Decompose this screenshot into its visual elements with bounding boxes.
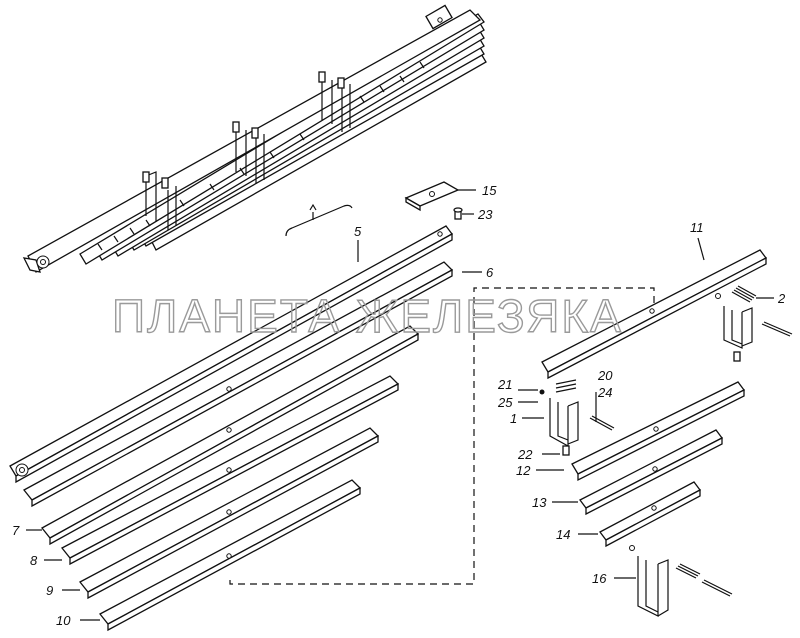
- spring-eye-right: [425, 4, 453, 30]
- callout-10: 10: [56, 613, 71, 628]
- spring-2: [715, 285, 757, 303]
- leaf-12: [571, 381, 745, 482]
- leaf-14: [599, 481, 701, 548]
- callout-23: 23: [477, 207, 493, 222]
- callout-2: 2: [777, 291, 786, 306]
- callout-15: 15: [482, 183, 497, 198]
- spring-clamp: [318, 71, 351, 132]
- callout-11: 11: [690, 220, 704, 235]
- leader-lines: [26, 189, 774, 621]
- leaf-9: [79, 427, 380, 600]
- direction-bracket: [285, 203, 353, 237]
- leaf-13: [579, 429, 723, 516]
- leaf-10: [99, 479, 362, 632]
- pin: [453, 207, 463, 220]
- callout-12: 12: [516, 463, 531, 478]
- callout-13: 13: [532, 495, 547, 510]
- u-bracket-top: [723, 306, 793, 362]
- spring-20: [539, 379, 577, 395]
- callout-8: 8: [30, 553, 38, 568]
- callout-24: 24: [597, 385, 612, 400]
- leaf-6: [23, 261, 454, 508]
- callout-20: 20: [597, 368, 613, 383]
- callout-25: 25: [497, 395, 513, 410]
- leaf-11: [541, 249, 767, 380]
- callout-6: 6: [486, 265, 494, 280]
- leaf-main-5: [9, 225, 453, 484]
- leaf-8: [60, 375, 400, 566]
- callout-9: 9: [46, 583, 53, 598]
- spring-clamp: [232, 121, 265, 184]
- watermark-text: ПЛАНЕТА ЖЕЛЕЗЯКА: [112, 290, 623, 342]
- dashed-connector: [229, 287, 655, 585]
- callout-labels: 15 23 5 6 7 8 9 10 11 2 20 21 24 25 1 22…: [12, 183, 786, 628]
- callout-14: 14: [556, 527, 570, 542]
- pad-plate: [404, 181, 460, 212]
- spring-clamp: [142, 171, 177, 230]
- u-bracket-1: [549, 398, 615, 456]
- leaf-spring-assembly: [22, 4, 487, 273]
- callout-1: 1: [510, 411, 517, 426]
- leaf-7: [41, 325, 420, 546]
- u-bracket-16: [629, 545, 733, 617]
- callout-16: 16: [592, 571, 607, 586]
- callout-5: 5: [354, 224, 362, 239]
- callout-22: 22: [517, 447, 533, 462]
- callout-7: 7: [12, 523, 20, 538]
- callout-21: 21: [497, 377, 512, 392]
